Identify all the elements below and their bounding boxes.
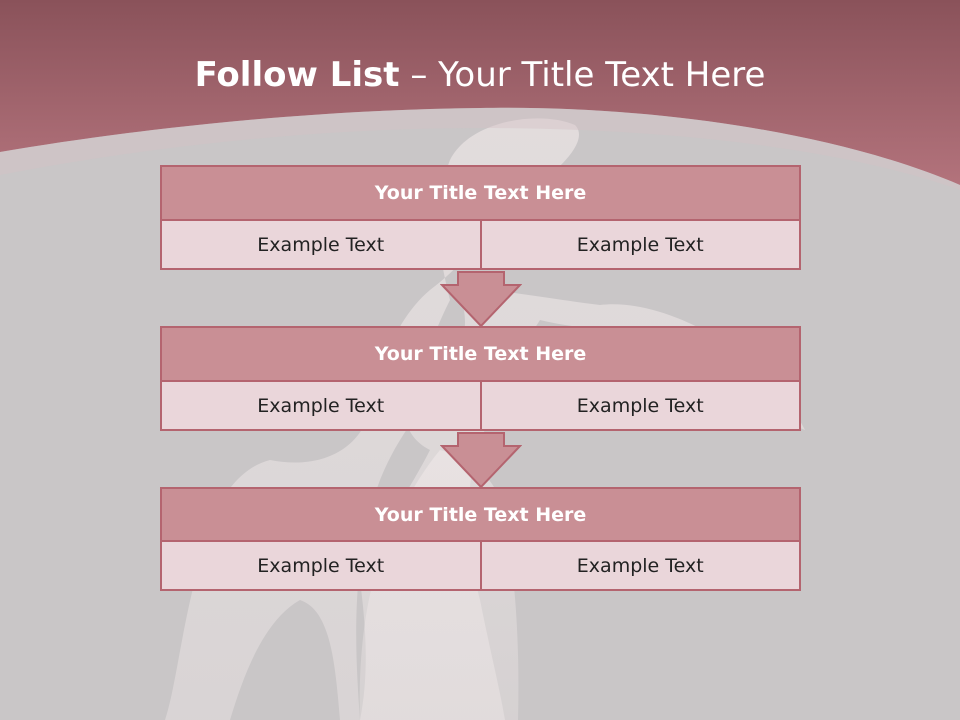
block-title: Your Title Text Here <box>160 165 801 221</box>
slide-title-rest: – Your Title Text Here <box>410 55 766 95</box>
header-band <box>0 0 960 185</box>
block-title: Your Title Text Here <box>160 326 801 382</box>
block-title: Your Title Text Here <box>160 487 801 542</box>
slide-title-bold: Follow List <box>194 55 400 95</box>
block-cell-right: Example Text <box>481 382 801 431</box>
block-cell-left: Example Text <box>160 542 482 591</box>
block-row: Example Text Example Text <box>160 382 801 431</box>
list-block-2: Your Title Text Here Example Text Exampl… <box>160 326 801 431</box>
down-arrow-icon <box>440 432 522 488</box>
list-block-1: Your Title Text Here Example Text Exampl… <box>160 165 801 270</box>
block-cell-left: Example Text <box>160 382 482 431</box>
block-row: Example Text Example Text <box>160 542 801 591</box>
list-block-3: Your Title Text Here Example Text Exampl… <box>160 487 801 591</box>
block-cell-right: Example Text <box>481 221 801 270</box>
down-arrow-icon <box>440 271 522 327</box>
block-row: Example Text Example Text <box>160 221 801 270</box>
header-highlight <box>0 107 960 190</box>
slide-title: Follow List – Your Title Text Here <box>0 52 960 98</box>
block-cell-left: Example Text <box>160 221 482 270</box>
block-cell-right: Example Text <box>481 542 801 591</box>
